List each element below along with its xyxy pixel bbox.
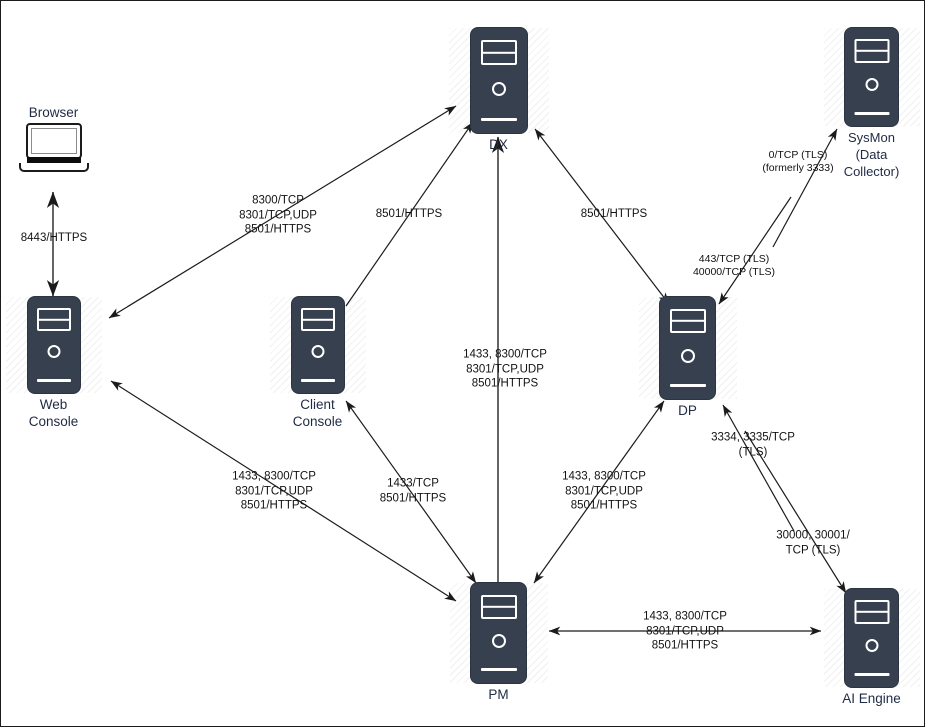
edge-label-web-console-dx: 8300/TCP 8301/TCP,UDP 8501/HTTPS [239, 194, 317, 236]
node-sysmon[interactable]: SysMon (Data Collector) [819, 28, 924, 180]
edge-label-browser-web-console: 8443/HTTPS [20, 231, 88, 244]
edge-dp-pm [533, 400, 665, 584]
node-browser-label: Browser [28, 105, 79, 120]
edge-web-console-dx [108, 105, 457, 319]
edge-dp-dx [534, 128, 670, 305]
node-web-console-label: Web Console [28, 397, 79, 429]
node-ai-engine-label: AI Engine [842, 691, 901, 706]
edge-label-web-console-pm: 1433, 8300/TCP 8301/TCP,UDP 8501/HTTPS [232, 470, 316, 512]
edge-sysmon-dp [718, 196, 792, 305]
node-dx[interactable]: DX [446, 28, 551, 153]
node-browser[interactable]: Browser [1, 101, 106, 175]
edge-label-dp-dx: 8501/HTTPS [580, 207, 648, 220]
edge-label-pm-dx: 1433, 8300/TCP 8301/TCP,UDP 8501/HTTPS [463, 348, 547, 390]
edge-label-pm-ai-engine: 1433, 8300/TCP 8301/TCP,UDP 8501/HTTPS [643, 610, 727, 652]
edge-client-console-dx [345, 121, 474, 307]
edge-label-dp-sysmon: 0/TCP (TLS) (formerly 3333) [762, 149, 834, 174]
edge-label-sysmon-dp: 443/TCP (TLS) 40000/TCP (TLS) [692, 253, 776, 278]
node-web-console[interactable]: Web Console [1, 297, 106, 430]
edge-dp-sysmon [772, 128, 838, 248]
node-client-console[interactable]: Client Console [265, 297, 370, 430]
node-dp-label: DP [678, 403, 697, 418]
edge-label-ai-engine-dp: 3334, 3335/TCP (TLS) [711, 431, 795, 459]
node-pm-label: PM [488, 687, 509, 702]
edge-label-client-console-dx: 8501/HTTPS [375, 207, 443, 220]
laptop-icon [18, 123, 89, 175]
edge-label-client-console-pm: 1433/TCP 8501/HTTPS [379, 477, 447, 505]
edge-client-console-pm [345, 400, 477, 584]
node-sysmon-label: SysMon (Data Collector) [843, 130, 900, 179]
edge-label-dp-ai-engine: 30000, 30001/ TCP (TLS) [776, 529, 850, 557]
node-dx-label: DX [489, 137, 508, 152]
edge-label-dp-pm: 1433, 8300/TCP 8301/TCP,UDP 8501/HTTPS [562, 470, 646, 512]
edge-ai-engine-dp [722, 404, 795, 532]
node-client-console-label: Client Console [292, 397, 343, 429]
node-ai-engine[interactable]: AI Engine [819, 589, 924, 707]
node-pm[interactable]: PM [446, 583, 551, 703]
node-dp[interactable]: DP [635, 297, 740, 419]
edge-dp-ai-engine [744, 430, 847, 594]
